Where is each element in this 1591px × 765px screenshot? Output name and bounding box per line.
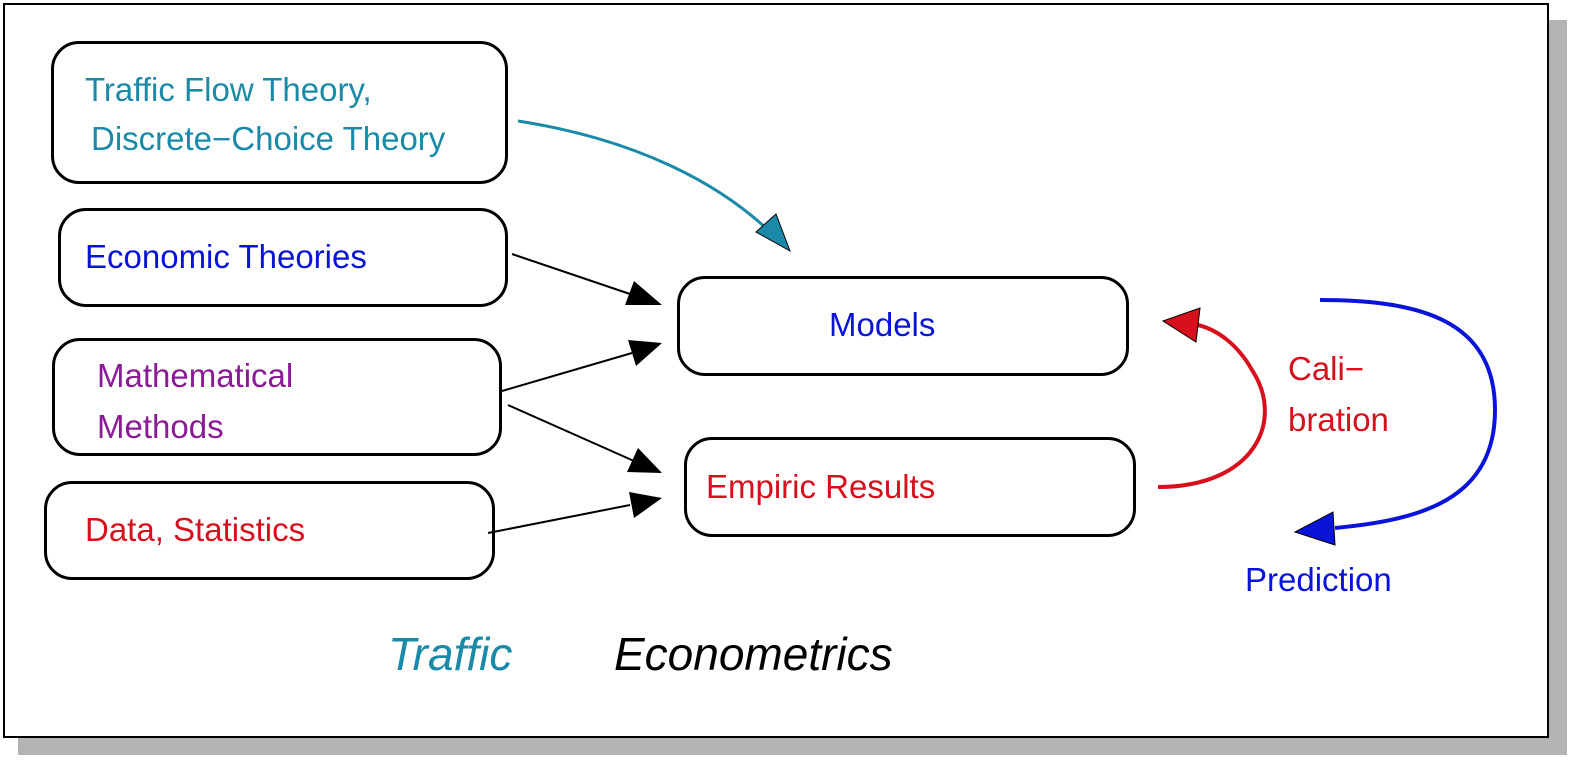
traffic-flow-theory-label-line2: Discrete−Choice Theory [91, 120, 446, 157]
arrowhead-economic [625, 281, 662, 305]
traffic-flow-theory-box [51, 41, 508, 184]
calibration-label-line2: bration [1288, 401, 1389, 438]
arrowhead-traffic-flow [755, 213, 791, 253]
models-label: Models [829, 306, 936, 343]
economic-theories-label: Economic Theories [85, 238, 367, 275]
data-statistics-box [44, 481, 495, 580]
arrow-math-to-models [501, 352, 633, 392]
arrowhead-math-models [628, 340, 662, 366]
arrowhead-math-empiric [627, 448, 662, 473]
mathematical-methods-label-line2: Methods [97, 408, 224, 445]
arrowhead-prediction [1293, 511, 1336, 546]
empiric-results-box [684, 437, 1136, 537]
caption-traffic: Traffic [388, 628, 513, 680]
empiric-results-label: Empiric Results [706, 468, 936, 505]
mathematical-methods-box [52, 338, 502, 456]
prediction-label: Prediction [1245, 561, 1392, 598]
mathematical-methods-label-line1: Mathematical [97, 357, 294, 394]
arrowhead-data [629, 492, 662, 518]
arrow-prediction [1319, 298, 1498, 530]
calibration-label-line1: Cali− [1288, 350, 1365, 387]
arrow-math-to-empiric [507, 404, 635, 462]
economic-theories-box [58, 208, 508, 307]
caption-econometrics: Econometrics [614, 628, 893, 680]
arrowhead-calibration [1161, 307, 1201, 343]
arrow-data-to-empiric [487, 504, 631, 534]
arrow-traffic-flow-to-models [517, 119, 770, 232]
traffic-flow-theory-label-line1: Traffic Flow Theory, [85, 71, 372, 108]
models-box [677, 276, 1129, 376]
arrow-calibration [1157, 323, 1267, 489]
data-statistics-label: Data, Statistics [85, 511, 306, 548]
arrow-economic-to-models [511, 253, 631, 295]
